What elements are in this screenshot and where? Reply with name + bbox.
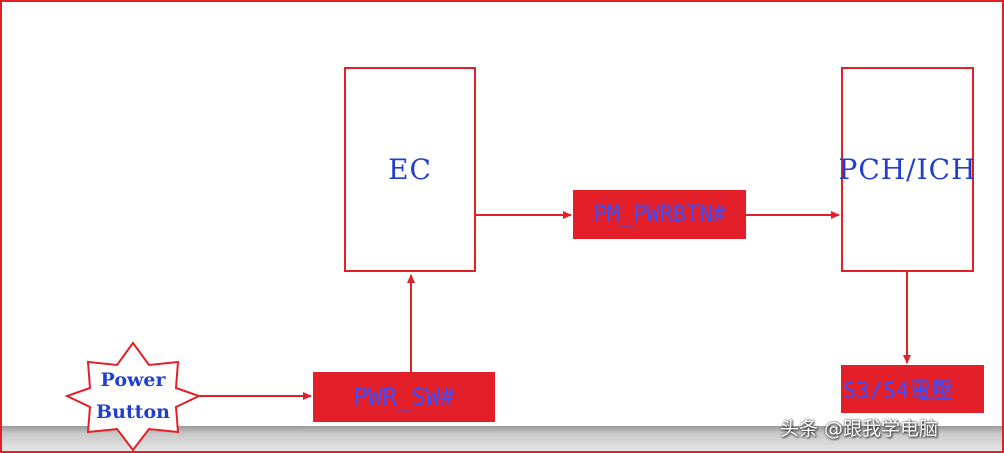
power-button-shape[interactable] <box>64 341 202 452</box>
pm-pwrbtn-label: PM_PWRBTN# <box>593 202 726 227</box>
pch-ich-label: PCH/ICH <box>838 153 977 186</box>
power-button-line2: Button <box>96 401 170 423</box>
pwr-sw-signal[interactable]: PWR_SW# <box>313 372 495 422</box>
s3-s4-voltage-box[interactable]: S3/S4電壓 <box>841 365 984 413</box>
ec-box[interactable]: EC <box>344 67 476 272</box>
pch-ich-box[interactable]: PCH/ICH <box>838 67 977 272</box>
s3-s4-voltage-label: S3/S4電壓 <box>843 379 954 404</box>
ec-label: EC <box>388 153 432 186</box>
pm-pwrbtn-signal[interactable]: PM_PWRBTN# <box>573 190 746 239</box>
power-button-line1: Power <box>100 369 166 391</box>
power-button-label: Power Button <box>70 364 196 428</box>
watermark-text: 头条 @跟我学电脑 <box>780 418 939 440</box>
pwr-sw-label: PWR_SW# <box>353 383 455 411</box>
